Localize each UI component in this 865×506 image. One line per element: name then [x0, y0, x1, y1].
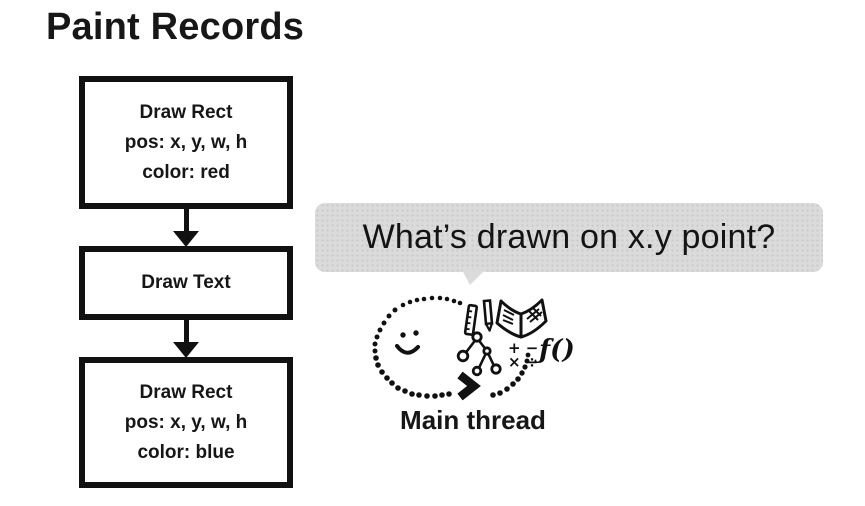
ruler-icon: [463, 303, 479, 336]
flow-box-draw-text: Draw Text: [79, 246, 293, 320]
tree-graph-icon: [456, 331, 502, 377]
speech-bubble-tail: [462, 270, 485, 285]
box-line: color: blue: [137, 441, 235, 463]
math-row-1: + −: [508, 339, 538, 357]
arrow-head: [173, 231, 199, 247]
box-line: Draw Rect: [139, 381, 233, 403]
arrow-stem: [183, 320, 189, 342]
main-thread-label: Main thread: [400, 405, 546, 435]
box-line: Draw Rect: [139, 101, 233, 123]
flow-arrow-down-2: [173, 320, 199, 358]
speech-bubble-text: What’s drawn on x.y point?: [362, 218, 776, 256]
function-notation: ƒ(): [534, 335, 575, 365]
chevron-arrow-icon: [457, 371, 481, 401]
box-line: pos: x, y, w, h: [124, 411, 248, 433]
arrow-stem: [183, 209, 189, 231]
open-book-icon: [495, 298, 548, 339]
math-symbols: + − × ÷: [508, 339, 538, 371]
main-thread-doodle: + − × ÷ ƒ(): [372, 295, 575, 401]
speech-bubble: What’s drawn on x.y point?: [315, 203, 823, 272]
box-line: color: red: [142, 161, 230, 183]
dotted-ellipse: [372, 295, 531, 399]
page-title: Paint Records: [46, 6, 305, 48]
arrow-head: [173, 342, 199, 358]
flow-box-draw-rect-blue: Draw Rect pos: x, y, w, h color: blue: [79, 357, 293, 488]
box-line: pos: x, y, w, h: [124, 131, 248, 153]
math-row-2: × ÷: [508, 353, 538, 371]
pencil-icon: [482, 299, 494, 332]
box-line: Draw Text: [141, 272, 231, 293]
flow-box-draw-rect-red: Draw Rect pos: x, y, w, h color: red: [79, 76, 293, 209]
flow-arrow-down-1: [173, 209, 199, 247]
smiley-face-icon: [395, 330, 420, 355]
